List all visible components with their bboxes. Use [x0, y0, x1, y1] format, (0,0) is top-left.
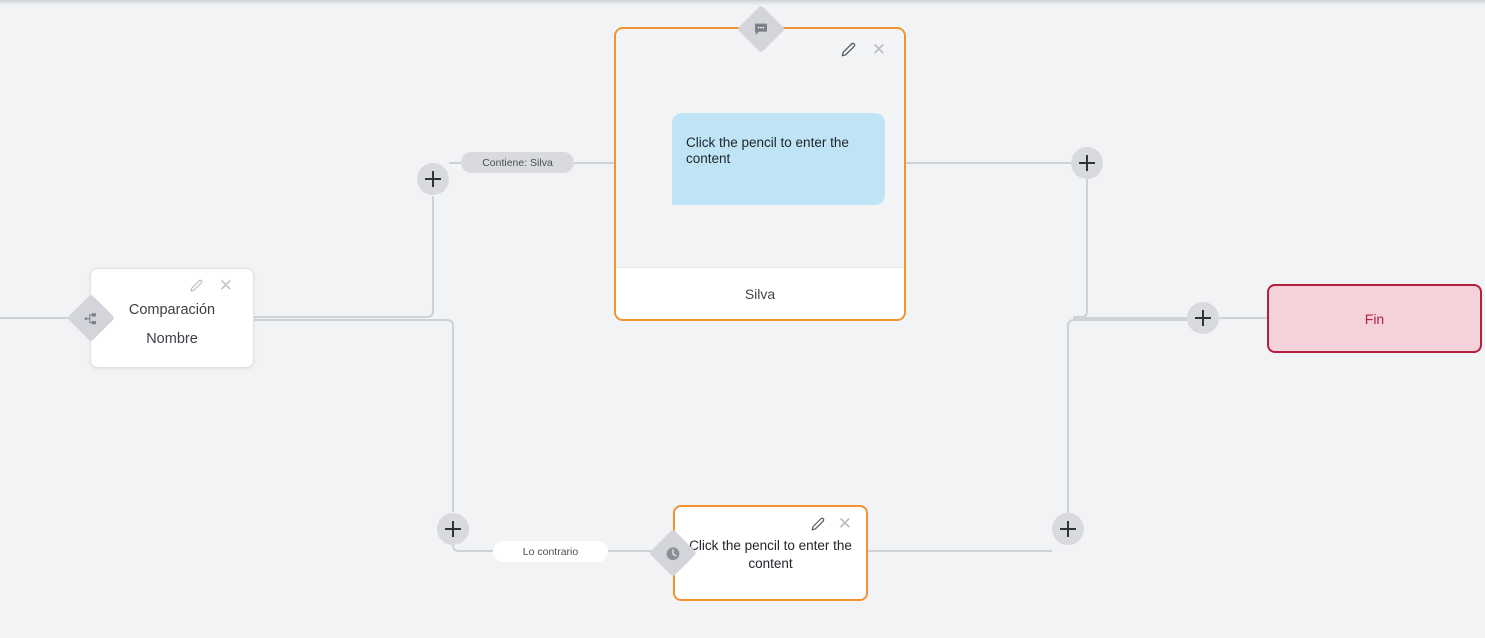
edge-comparacion-to-top-branch: [254, 196, 434, 318]
chat-bubble-icon: [753, 21, 769, 37]
close-icon[interactable]: ✕: [871, 40, 886, 59]
edge-label-lo-contrario[interactable]: Lo contrario: [493, 541, 608, 562]
pencil-icon[interactable]: [841, 42, 856, 57]
wait-node-actions: ✕: [811, 515, 852, 532]
edge-add-to-merge-bottom: [1067, 319, 1187, 513]
edge-label-contiene-silva[interactable]: Contiene: Silva: [461, 152, 574, 173]
wait-node-text: Click the pencil to enter the content: [689, 538, 852, 571]
add-after-message-button[interactable]: [1071, 147, 1103, 179]
comparacion-subtitle: Nombre: [146, 330, 198, 347]
message-node-actions: ✕: [841, 41, 886, 58]
edge-label-text: Lo contrario: [522, 545, 579, 558]
comparacion-node-actions: ✕: [190, 277, 233, 294]
wait-node[interactable]: ✕ Click the pencil to enter the content: [673, 505, 868, 601]
close-icon[interactable]: ✕: [837, 514, 852, 533]
comparacion-node[interactable]: ✕ Comparación Nombre: [90, 268, 254, 368]
message-node[interactable]: ✕ Click the pencil to enter the content …: [614, 27, 906, 321]
add-before-end-button[interactable]: [1187, 302, 1219, 334]
fin-label: Fin: [1364, 310, 1385, 327]
add-bottom-branch-button[interactable]: [437, 513, 469, 545]
toolbar-shadow-strip: [0, 0, 1485, 6]
clock-icon: [665, 545, 682, 562]
edge-add-to-merge-top: [1073, 179, 1088, 318]
edge-comparacion-to-bottom-branch: [254, 319, 454, 512]
comparacion-title: Comparación: [128, 301, 216, 318]
add-after-wait-button[interactable]: [1052, 513, 1084, 545]
add-top-branch-button[interactable]: [417, 163, 449, 195]
message-footer-label: Silva: [616, 267, 904, 319]
pencil-icon[interactable]: [811, 517, 825, 531]
close-icon[interactable]: ✕: [218, 276, 233, 295]
message-bubble-text: Click the pencil to enter the content: [672, 113, 885, 205]
branch-split-icon: [84, 311, 99, 326]
pencil-icon[interactable]: [190, 279, 203, 292]
comparacion-handle[interactable]: [66, 293, 116, 343]
message-node-handle[interactable]: [736, 4, 786, 54]
wait-node-handle[interactable]: [648, 528, 698, 578]
edge-label-text: Contiene: Silva: [482, 156, 553, 169]
fin-node[interactable]: Fin: [1267, 284, 1482, 353]
